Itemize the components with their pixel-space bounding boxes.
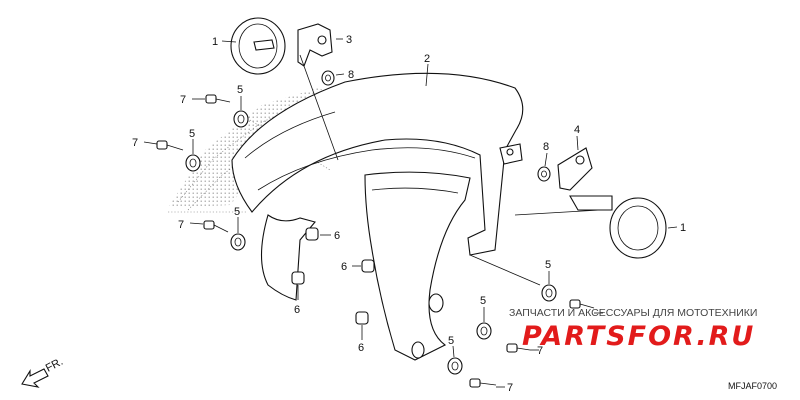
bolt-7c [203,220,229,233]
callout-1: 1 [212,36,218,48]
callouts: 1 1 2 3 4 5 5 5 5 5 5 6 6 6 6 7 7 7 7 7 … [132,34,686,394]
bolt-7a [205,94,231,104]
callout-7: 7 [132,137,138,149]
clip-6a [305,227,319,241]
callout-8: 8 [348,69,354,81]
clip-6c [361,259,375,273]
nut-8a [321,70,335,86]
watermark: ЗАПЧАСТИ И АКСЕССУАРЫ ДЛЯ МОТОТЕХНИКИ PA… [509,307,757,352]
clip-6b [291,271,305,285]
callout-7: 7 [537,345,543,357]
callout-6: 6 [358,342,364,354]
callout-1: 1 [680,222,686,234]
callout-6: 6 [341,261,347,273]
bolt-7b [156,140,184,151]
callout-6: 6 [294,304,300,316]
arrow-icon [21,368,49,388]
callout-5: 5 [237,84,243,96]
callout-2: 2 [424,53,430,65]
bolt-7e [506,343,531,353]
reflector-left [230,17,286,75]
bolt-7d [569,299,595,309]
callout-5: 5 [448,335,454,347]
callout-5: 5 [234,206,240,218]
bolt-7f [469,378,497,388]
clip-6e [506,148,514,156]
grommet-5e [476,322,492,340]
callout-5: 5 [545,259,551,271]
drawing-code: MFJAF0700 [728,381,777,391]
watermark-tagline: ЗАПЧАСТИ И АКСЕССУАРЫ ДЛЯ МОТОТЕХНИКИ [509,307,757,319]
callout-6: 6 [334,230,340,242]
grommet-5b [185,154,201,172]
front-fender [231,72,524,361]
callout-7: 7 [507,382,513,394]
clip-6d [355,311,369,325]
front-label: FR. [44,356,65,375]
reflector-right [557,147,667,259]
grommet-5d [541,284,557,302]
callout-7: 7 [180,94,186,106]
callout-3: 3 [346,34,352,46]
callout-7: 7 [178,219,184,231]
watermark-logo: PARTSFOR.RU [522,321,755,352]
callout-4: 4 [574,124,580,136]
leader-lines [143,38,678,388]
callout-5: 5 [480,295,486,307]
callout-8: 8 [543,141,549,153]
grommet-5a [233,110,249,128]
nut-8b [537,166,551,182]
front-direction-indicator: FR. [21,356,65,388]
grommet-5f [447,357,463,375]
bracket-top [297,23,333,67]
callout-5: 5 [189,128,195,140]
grommet-5c [230,233,246,251]
